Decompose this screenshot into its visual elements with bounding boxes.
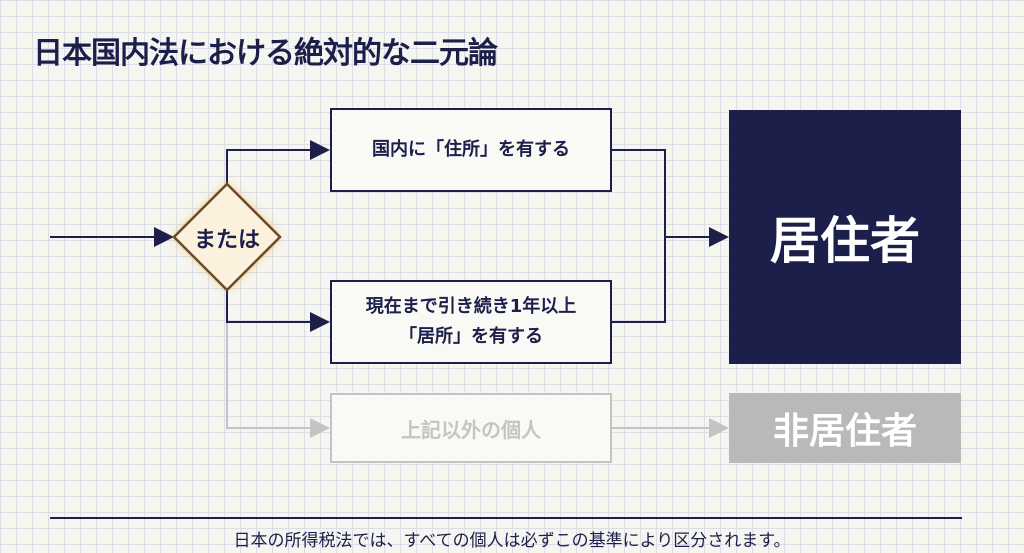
resident-box: 居住者	[729, 110, 961, 364]
page-title: 日本国内法における絶対的な二元論	[33, 36, 498, 71]
other-individuals-label: 上記以外の個人	[401, 417, 541, 442]
other-individuals-box: 上記以外の個人	[330, 393, 612, 463]
condition-domicile: 国内に「住所」を有する	[330, 108, 612, 192]
condition-residence: 現在まで引き続き1年以上「居所」を有する	[330, 280, 612, 364]
condition-domicile-label: 国内に「住所」を有する	[372, 139, 570, 160]
condition-residence-line2: 「居所」を有する	[399, 326, 543, 347]
resident-label: 居住者	[770, 212, 920, 270]
or-diamond	[172, 182, 282, 292]
nonresident-label: 非居住者	[772, 411, 917, 452]
footer-note: 日本の所得税法では、すべての個人は必ずこの基準により区分されます。	[233, 531, 791, 551]
nonresident-path	[226, 290, 330, 438]
or-label: または	[193, 228, 260, 253]
condition-residence-line1: 現在まで引き続き1年以上	[365, 296, 577, 317]
nonresident-box: 非居住者	[729, 393, 961, 463]
